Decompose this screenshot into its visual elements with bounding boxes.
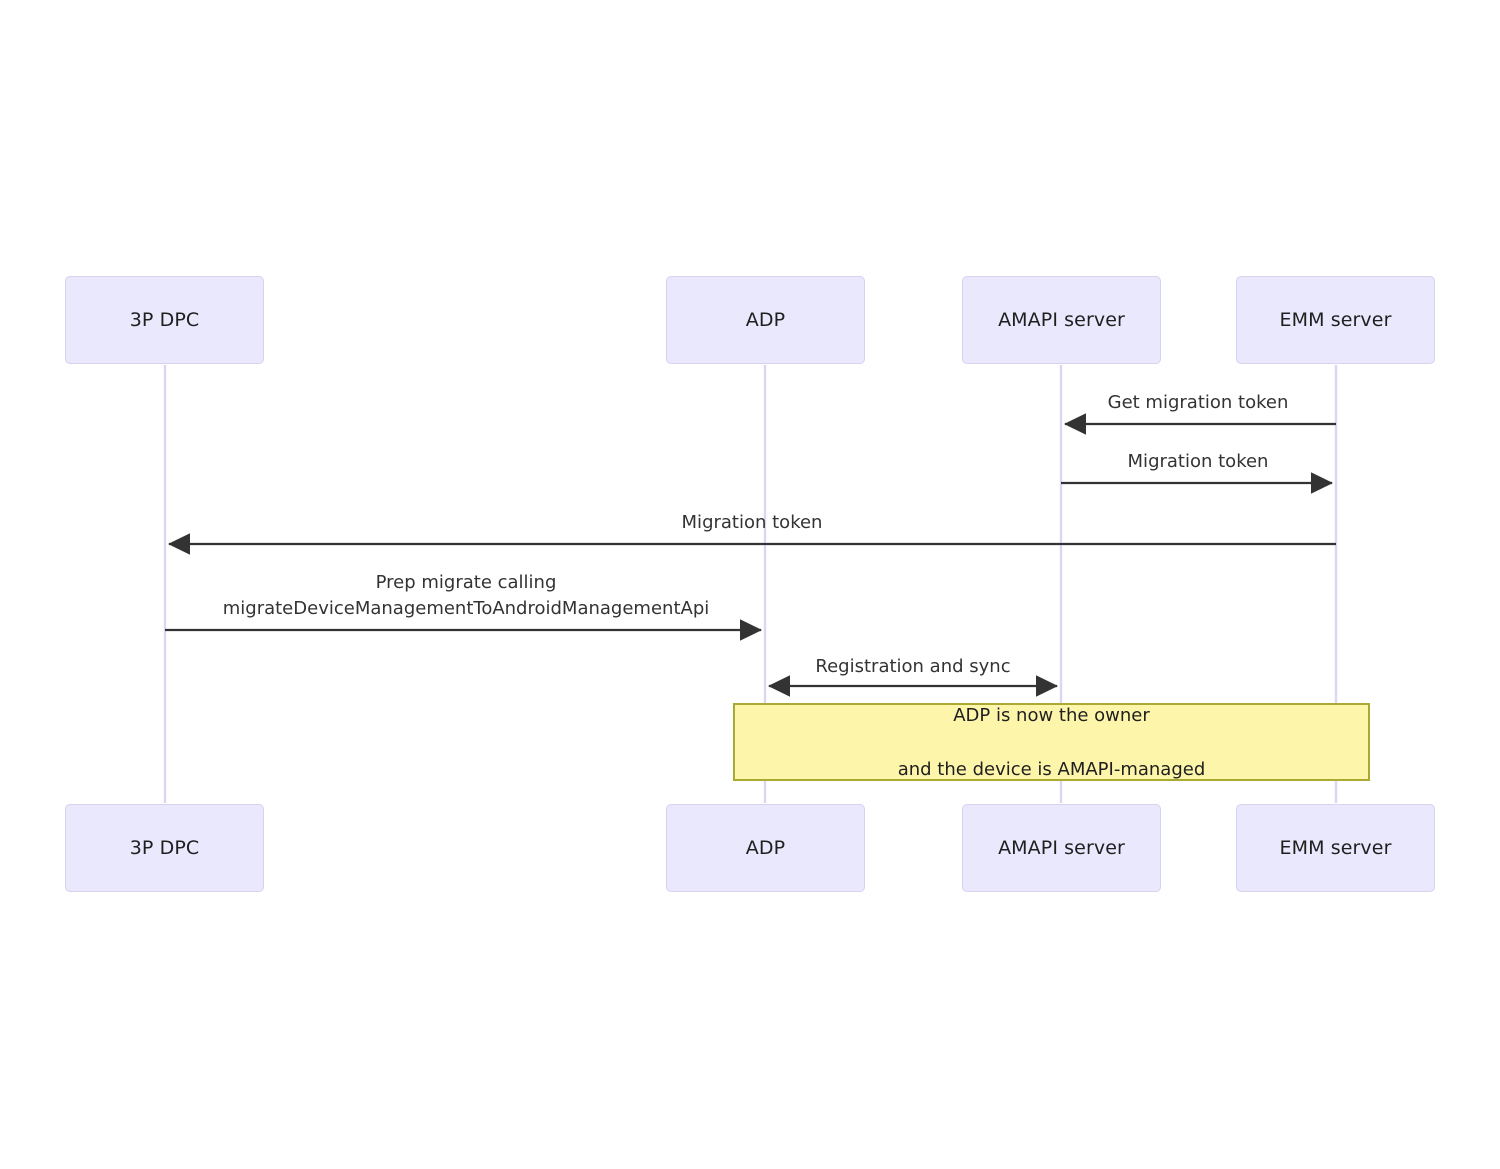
message-arrows <box>165 413 1336 697</box>
note-adp-owner-text: ADP is now the owner and the device is A… <box>898 675 1206 810</box>
participant-box-emm-top[interactable]: EMM server <box>1236 276 1435 364</box>
participant-label-dpc-top: 3P DPC <box>129 309 200 331</box>
participant-box-dpc-bottom[interactable]: 3P DPC <box>65 804 264 892</box>
note-adp-owner-line2: and the device is AMAPI-managed <box>897 758 1206 780</box>
participant-box-adp-top[interactable]: ADP <box>666 276 865 364</box>
participant-box-adp-bottom[interactable]: ADP <box>666 804 865 892</box>
participant-box-amapi-bottom[interactable]: AMAPI server <box>962 804 1161 892</box>
participant-box-amapi-top[interactable]: AMAPI server <box>962 276 1161 364</box>
message-label-migration-token-to-dpc: Migration token <box>681 512 823 533</box>
participant-label-emm-bottom: EMM server <box>1279 837 1392 859</box>
message-label-get-migration-token: Get migration token <box>1107 392 1289 413</box>
message-label-migration-token-to-emm: Migration token <box>1127 451 1269 472</box>
participant-label-amapi-bottom: AMAPI server <box>998 837 1125 859</box>
participant-label-amapi-top: AMAPI server <box>998 309 1125 331</box>
message-label-prep-migrate-line2: migrateDeviceManagementToAndroidManageme… <box>222 598 710 619</box>
participant-label-dpc-bottom: 3P DPC <box>129 837 200 859</box>
note-adp-owner: ADP is now the owner and the device is A… <box>733 703 1370 781</box>
participant-label-adp-top: ADP <box>745 309 786 331</box>
participant-box-emm-bottom[interactable]: EMM server <box>1236 804 1435 892</box>
message-label-prep-migrate-line1: Prep migrate calling <box>375 572 557 593</box>
message-label-registration-and-sync: Registration and sync <box>815 656 1011 677</box>
message-label-prep-migrate: Prep migrate calling migrateDeviceManage… <box>156 570 776 622</box>
participant-box-dpc-top[interactable]: 3P DPC <box>65 276 264 364</box>
participant-label-emm-top: EMM server <box>1279 309 1392 331</box>
participant-label-adp-bottom: ADP <box>745 837 786 859</box>
note-adp-owner-line1: ADP is now the owner <box>953 704 1150 726</box>
